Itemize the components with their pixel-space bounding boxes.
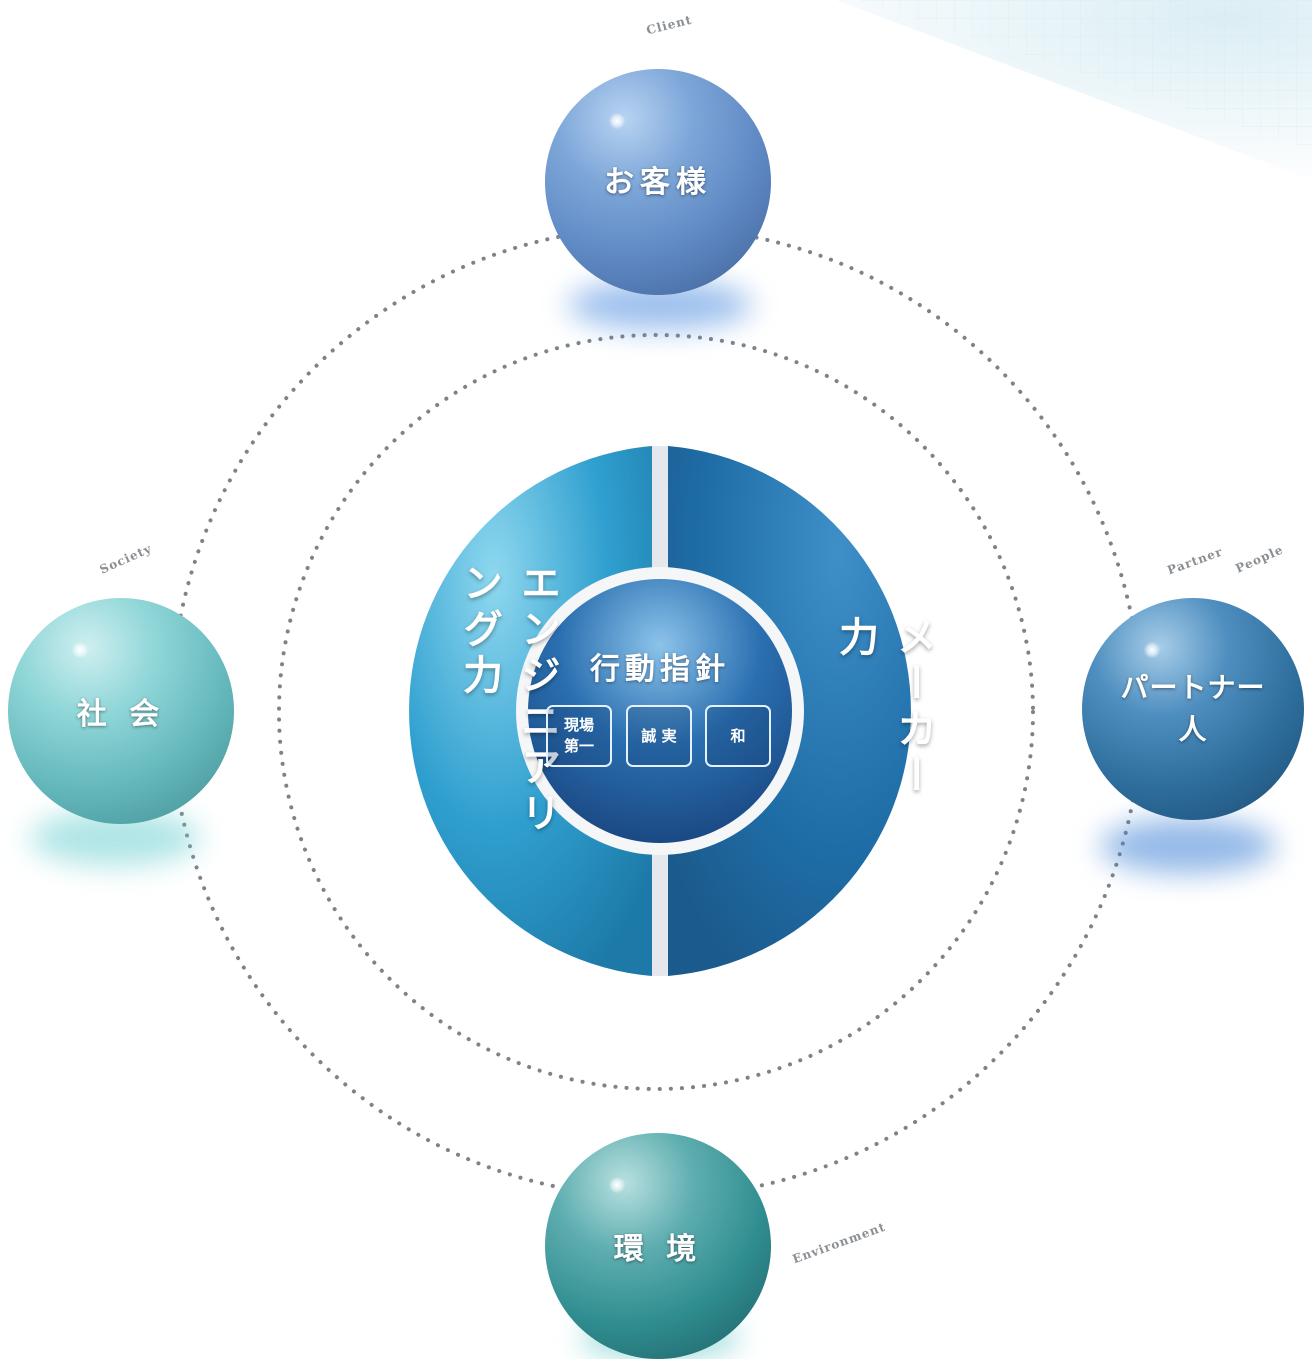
principle-2-label: 誠 実 — [641, 726, 677, 745]
environment-label: 環 境 — [613, 1232, 703, 1267]
principle-box-2: 誠 実 — [626, 705, 692, 767]
society-label: 社 会 — [76, 697, 166, 732]
principle-1-line2: 第一 — [563, 737, 594, 755]
maker-label: メーカー力 — [832, 616, 937, 800]
partner-label-line2: 人 — [1178, 713, 1208, 746]
client-orb: お客様 — [545, 69, 771, 295]
core-title: 行動指針 — [590, 652, 730, 687]
principle-3-label: 和 — [730, 726, 746, 745]
engineering-label: エンジニアリング力 — [456, 562, 561, 838]
principle-1-line1: 現場 — [563, 716, 594, 734]
highlight-dot — [72, 642, 88, 658]
principle-box-1: 現場第一 — [546, 705, 612, 767]
core-circle — [528, 579, 792, 843]
partner-orb: パートナー 人 — [1082, 598, 1304, 820]
environment-orb: 環 境 — [545, 1133, 771, 1359]
partner-label-line1: パートナー — [1120, 671, 1266, 704]
highlight-dot — [609, 113, 625, 129]
principle-box-3: 和 — [705, 705, 771, 767]
highlight-dot — [1144, 642, 1160, 658]
society-orb: 社 会 — [8, 598, 234, 824]
highlight-dot — [609, 1177, 625, 1193]
partner-orb-shadow — [1100, 818, 1276, 874]
client-label: お客様 — [604, 165, 712, 200]
